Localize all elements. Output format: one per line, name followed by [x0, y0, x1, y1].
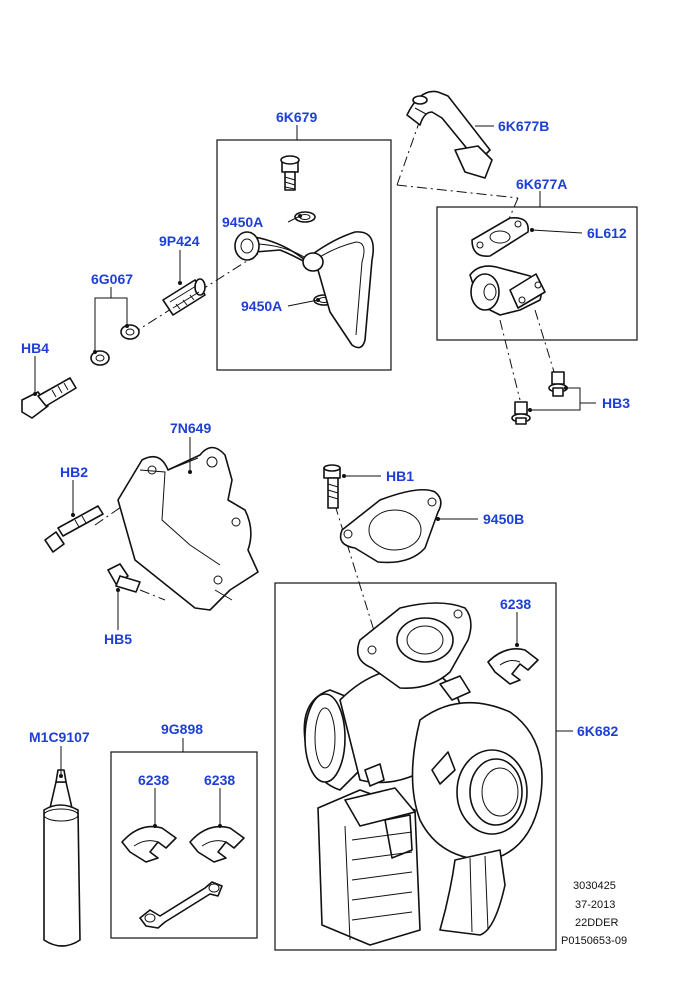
- ref-line-3: 22DDER: [575, 917, 618, 929]
- callout-9g898[interactable]: 9G898: [161, 721, 203, 737]
- oil-feed-pipe-6k679: [234, 155, 374, 349]
- leader-lines: [33, 125, 596, 828]
- bolts-hb3: [511, 371, 568, 425]
- turbocharger-6k682: [303, 602, 543, 946]
- group-box-6k677a: [436, 206, 638, 341]
- group-box-6k679: [216, 139, 392, 371]
- bolt-hb5: [107, 563, 141, 593]
- callout-6238-kit-left[interactable]: 6238: [138, 772, 169, 788]
- group-box-9g898: [110, 751, 258, 939]
- sealant-tube-m1c9107: [43, 769, 81, 947]
- bolt-hb2: [44, 505, 104, 553]
- exhaust-gasket-9450b: [339, 489, 442, 564]
- clip-6238-a: [487, 648, 539, 685]
- banjo-bolt-hb4: [21, 377, 77, 419]
- ref-line-2: 37-2013: [575, 899, 615, 911]
- callout-6l612[interactable]: 6L612: [587, 225, 627, 241]
- reference-block: 3030425 37-2013 22DDER P0150653-09: [561, 880, 627, 947]
- ref-line-1: 3030425: [573, 880, 616, 892]
- support-bracket-7n649: [117, 446, 259, 611]
- callout-7n649[interactable]: 7N649: [170, 420, 211, 436]
- callout-6k677a[interactable]: 6K677A: [516, 176, 567, 192]
- callout-6g067[interactable]: 6G067: [91, 271, 133, 287]
- sealing-washers-6g067: [90, 324, 140, 366]
- kit-contents-9g898: [121, 825, 245, 929]
- ref-line-4: P0150653-09: [561, 935, 627, 947]
- oil-return-pipe-6k677b: [406, 90, 493, 179]
- callout-m1c9107[interactable]: M1C9107: [29, 729, 90, 745]
- callout-hb3[interactable]: HB3: [602, 395, 630, 411]
- oil-drain-flange-6k677a: [469, 216, 546, 316]
- callout-9p424[interactable]: 9P424: [159, 233, 200, 249]
- bolt-hb1: [323, 464, 341, 509]
- callout-hb2[interactable]: HB2: [60, 464, 88, 480]
- callout-9450b[interactable]: 9450B: [483, 511, 524, 527]
- callout-6k682[interactable]: 6K682: [577, 723, 618, 739]
- callout-hb4[interactable]: HB4: [21, 340, 49, 356]
- callout-9450a-upper[interactable]: 9450A: [222, 214, 263, 230]
- callout-6k679[interactable]: 6K679: [276, 109, 317, 125]
- callout-6k677b[interactable]: 6K677B: [498, 118, 549, 134]
- group-box-6k682: [274, 582, 557, 951]
- callout-6238-turbo[interactable]: 6238: [500, 596, 531, 612]
- callout-hb5[interactable]: HB5: [104, 631, 132, 647]
- oil-filter-9p424: [162, 278, 206, 316]
- callout-hb1[interactable]: HB1: [386, 468, 414, 484]
- callout-9450a-lower[interactable]: 9450A: [241, 298, 282, 314]
- callout-6238-kit-right[interactable]: 6238: [204, 772, 235, 788]
